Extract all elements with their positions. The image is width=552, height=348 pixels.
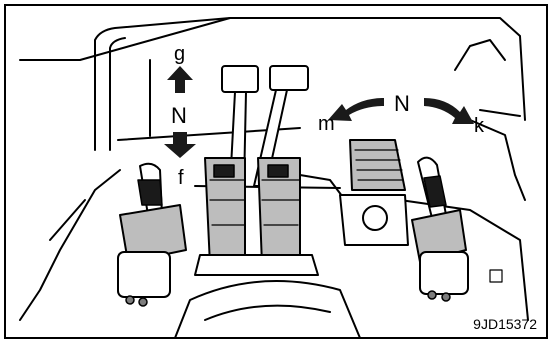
left-joystick (118, 164, 186, 306)
right-lever-grip (268, 165, 288, 177)
right-console-box (420, 252, 468, 294)
label-right-left: m (318, 113, 335, 135)
label-right-neutral: N (394, 91, 410, 116)
right-pedal (350, 140, 405, 190)
arrow-up-icon (167, 66, 193, 93)
left-console-box (118, 252, 170, 297)
left-lever-grip (214, 165, 234, 177)
figure-id: 9JD15372 (473, 316, 537, 332)
center-pedal-assembly (195, 66, 318, 275)
right-joystick (412, 158, 468, 301)
left-pedal-pad (222, 66, 258, 92)
label-left-up: g (174, 43, 185, 65)
label-right-right: k (474, 115, 485, 137)
arrow-left-icon (328, 98, 384, 121)
lever-base (195, 255, 318, 275)
right-pedal-pad (270, 66, 308, 90)
operator-seat (175, 281, 360, 338)
label-left-neutral: N (171, 103, 187, 128)
right-console (340, 140, 408, 245)
label-left-down: f (178, 167, 184, 189)
right-block-knob (363, 206, 387, 230)
arrow-right-icon (424, 98, 474, 124)
